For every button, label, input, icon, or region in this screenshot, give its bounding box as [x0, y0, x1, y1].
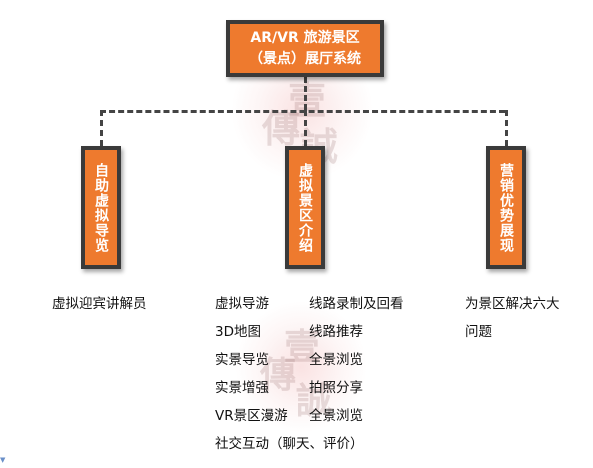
detail-text: 拍照分享: [309, 380, 363, 396]
watermark-seal-bottom: [236, 302, 366, 432]
branch-label-virtual-intro: 虚拟景区介绍: [297, 162, 313, 253]
corner-arrow-icon: ▼: [0, 456, 6, 464]
connector-left-drop: [100, 110, 103, 146]
detail-text: 实景增强: [215, 380, 269, 396]
connector-horizontal: [100, 110, 505, 113]
detail-text: 全景浏览: [309, 352, 363, 368]
root-title-line1: AR/VR 旅游景区: [250, 29, 360, 46]
watermark-char-bottom-2: 傳: [260, 354, 297, 396]
watermark-char-top-2: 傳: [262, 106, 301, 151]
detail-text: 线路推荐: [309, 324, 363, 340]
detail-text: 线路录制及回看: [309, 296, 404, 312]
watermark-char-bottom-1: 壹: [284, 326, 321, 368]
detail-text: 虚拟迎宾讲解员: [52, 296, 147, 312]
connector-right-drop: [505, 110, 508, 146]
detail-text: 社交互动（聊天、评价）: [215, 436, 364, 452]
root-title-line2: （景点）展厅系统: [249, 50, 361, 67]
detail-text: VR景区漫游: [215, 408, 288, 424]
branch-node-self-guide: 自助虚拟导览: [81, 146, 121, 269]
branch-node-marketing: 营销优势展现: [486, 146, 526, 269]
branch-label-self-guide: 自助虚拟导览: [93, 162, 109, 253]
branch-node-virtual-intro: 虚拟景区介绍: [285, 146, 325, 269]
watermark-char-bottom-3: 誠: [296, 380, 333, 422]
watermark-char-top-1: 壹: [288, 78, 327, 123]
detail-text: 全景浏览: [309, 408, 363, 424]
detail-text: 实景导览: [215, 352, 269, 368]
detail-text: 3D地图: [215, 324, 261, 340]
detail-text: 虚拟导游: [215, 296, 269, 312]
branch-label-marketing: 营销优势展现: [498, 162, 514, 253]
root-node: AR/VR 旅游景区 （景点）展厅系统: [226, 20, 384, 77]
connector-top-stem: [304, 77, 307, 110]
detail-text: 问题: [465, 324, 492, 340]
detail-text: 为景区解决六大: [465, 296, 560, 312]
connector-mid-drop: [304, 110, 307, 146]
